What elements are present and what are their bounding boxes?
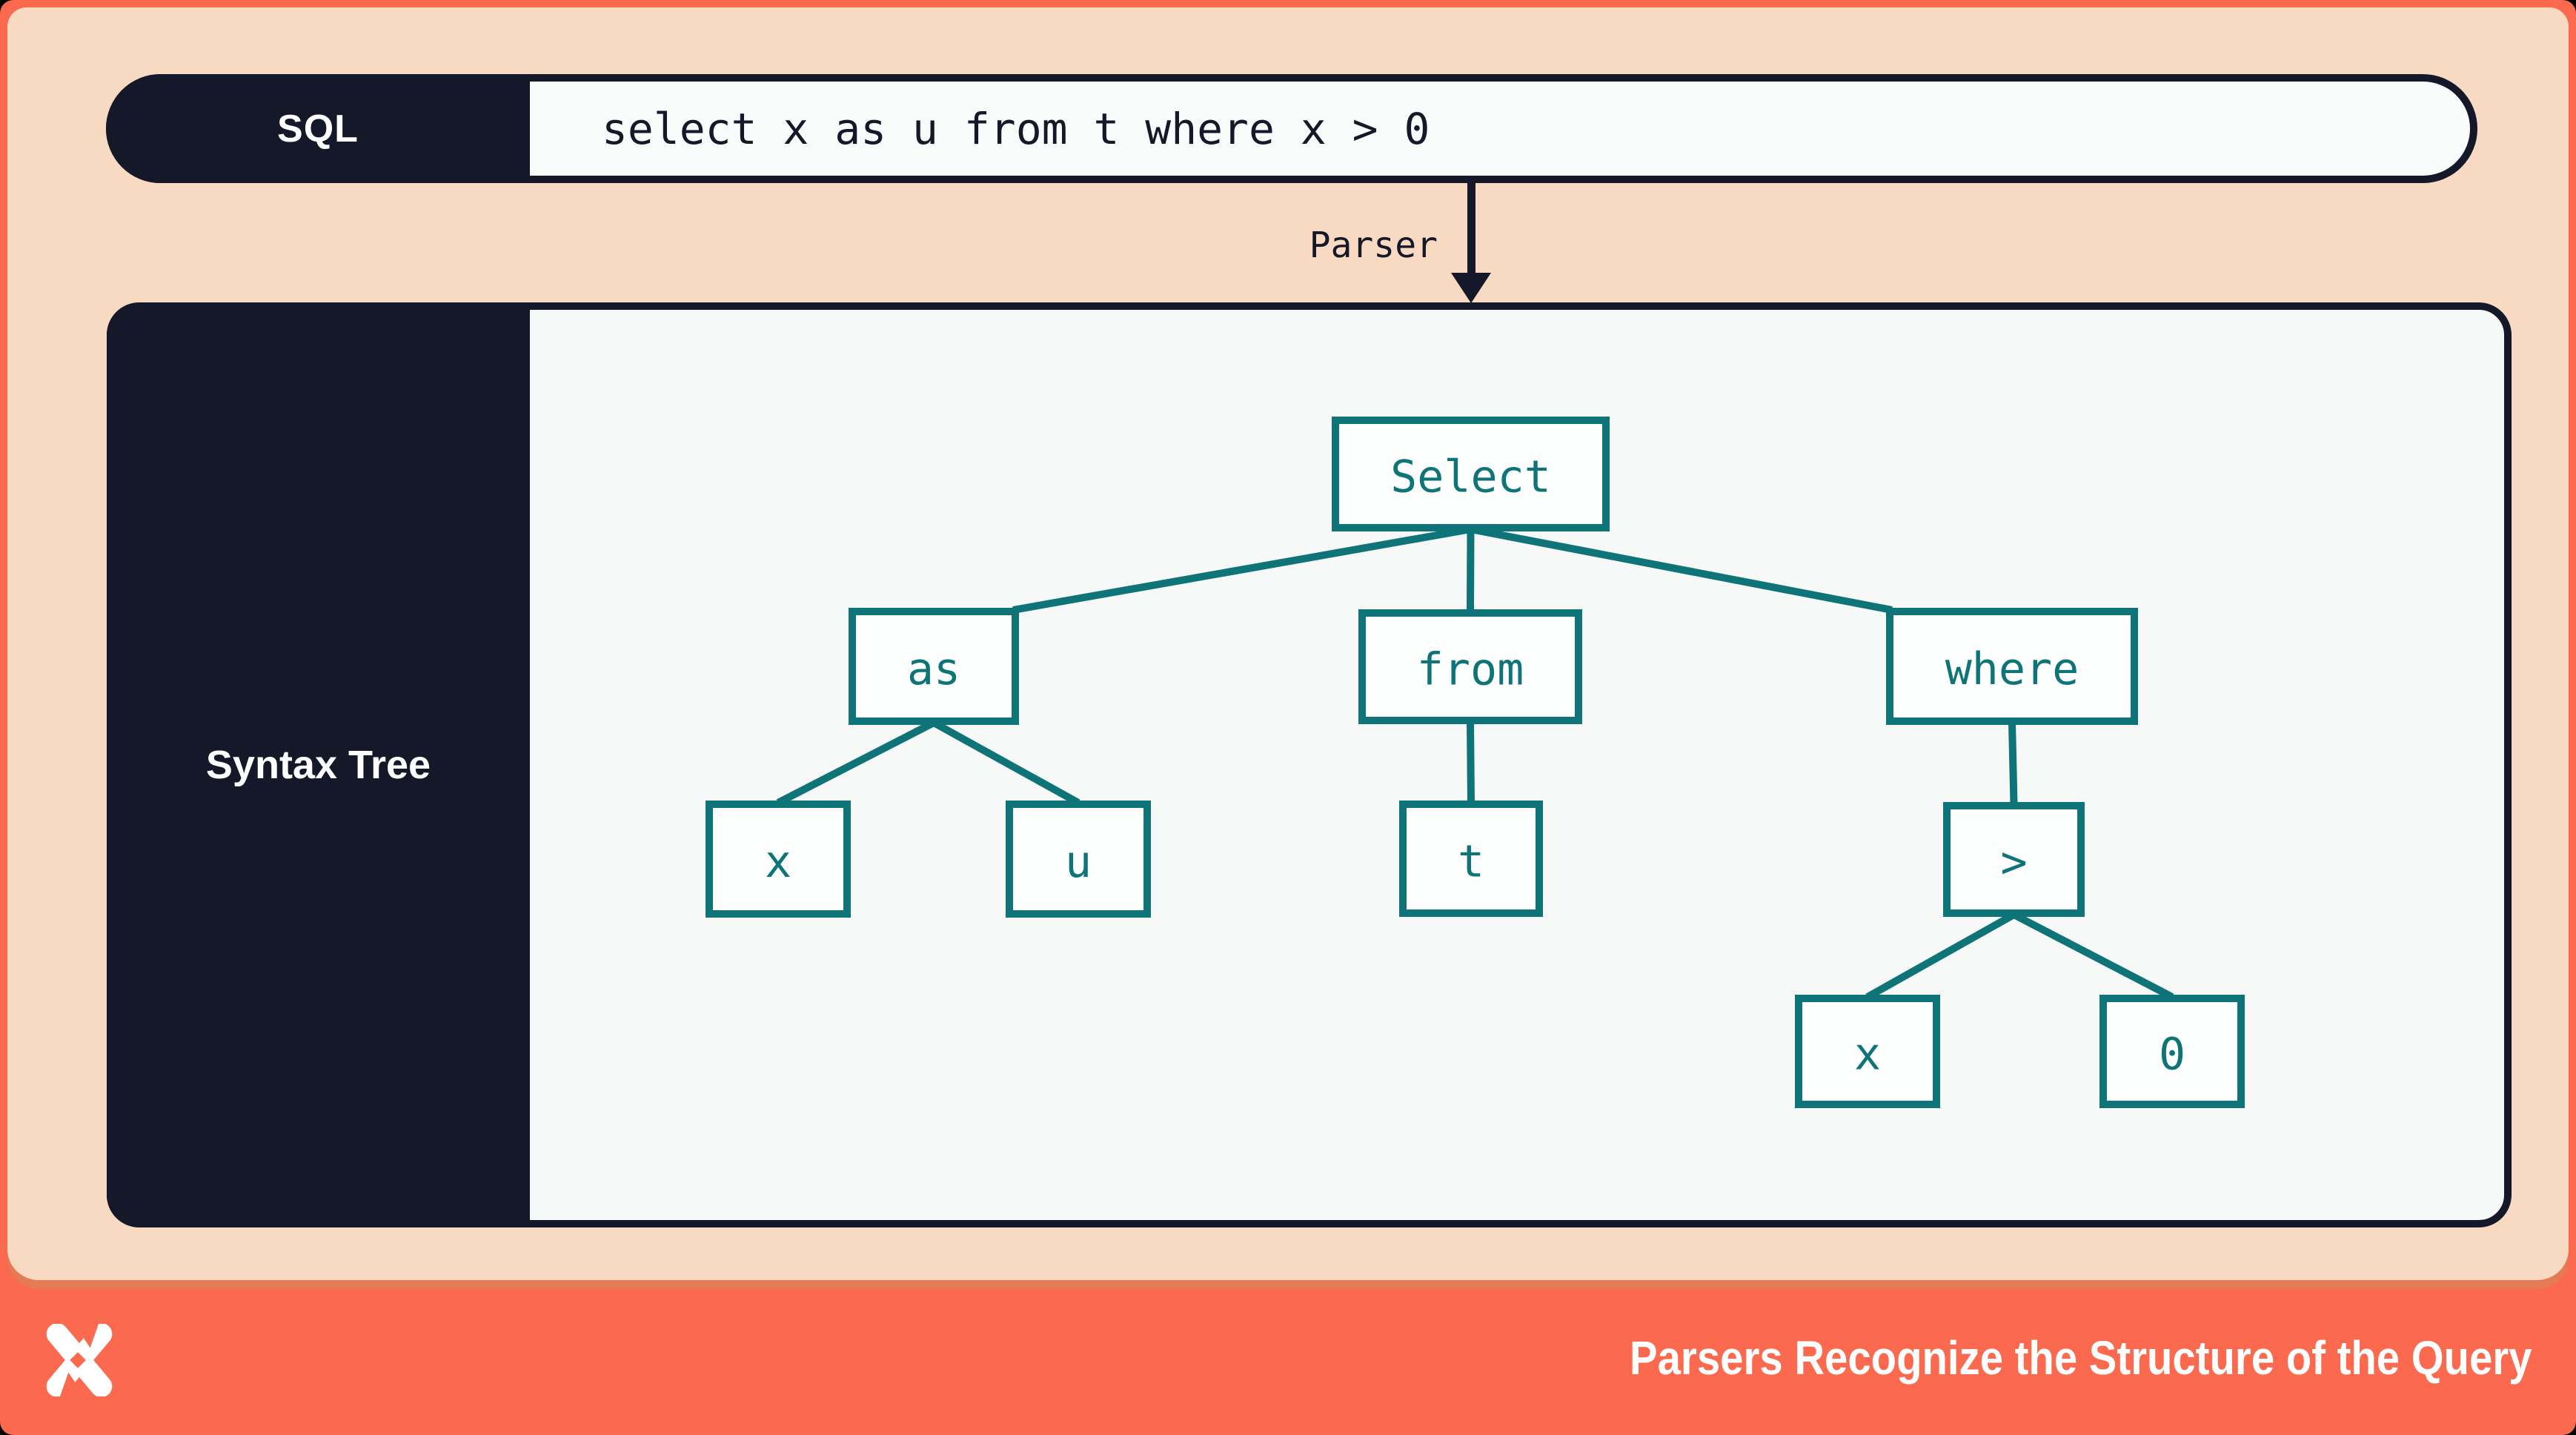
tree-node-where: [1886, 608, 2138, 725]
tree-node-t: [1399, 801, 1543, 917]
tree-node-as: [849, 608, 1019, 725]
syntax-tree-sidebar: Syntax Tree: [107, 302, 530, 1227]
tree-node-gt: [1943, 802, 2085, 917]
tree-node-label-x1: x: [765, 836, 791, 888]
tree-edge-from-t: [1467, 721, 1475, 803]
tree-node-label-u: u: [1065, 836, 1092, 888]
tree-edge-where-gt: [2008, 722, 2018, 805]
tree-edge-gt-zero: [2012, 911, 2174, 1001]
tree-node-x2: [1795, 995, 1940, 1108]
syntax-tree-sidebar-label: Syntax Tree: [205, 743, 431, 787]
tree-edge-select-where: [1470, 526, 1893, 614]
parser-label: Parser: [1309, 225, 1438, 266]
tree-node-label-x2: x: [1854, 1029, 1881, 1081]
tree-edge-as-u: [932, 719, 1080, 806]
tree-edge-gt-x2: [1865, 911, 2016, 1001]
content-panel: SQL select x as u from t where x > 0 Par…: [7, 7, 2569, 1280]
syntax-tree-diagram: Select as from where x u t > x 0: [706, 417, 2245, 1108]
parser-arrowhead-icon: [1451, 273, 1491, 303]
tree-node-from: [1358, 609, 1582, 724]
tree-node-u: [1006, 801, 1151, 918]
footer-title: Parsers Recognize the Structure of the Q…: [1629, 1331, 2532, 1385]
tree-node-label-from: from: [1417, 644, 1524, 696]
tree-node-label-gt: >: [2000, 837, 2027, 889]
syntax-tree-panel: Syntax Tree Select as from where x u t > x 0: [107, 302, 2512, 1227]
x-mark-logo-icon: [46, 1324, 113, 1396]
tree-node-label-zero: 0: [2159, 1029, 2185, 1081]
sql-badge: SQL: [106, 74, 530, 183]
tree-node-label-t: t: [1458, 836, 1484, 888]
tree-node-x1: [706, 801, 851, 918]
sql-query-text: select x as u from t where x > 0: [602, 103, 1430, 154]
tree-node-zero: [2099, 995, 2245, 1108]
tree-node-label-select: Select: [1390, 451, 1551, 503]
tree-node-select: [1332, 417, 1610, 531]
sql-badge-label: SQL: [277, 107, 359, 150]
sql-input-bar: SQL select x as u from t where x > 0: [106, 74, 2477, 183]
parser-arrow-line: [1467, 183, 1475, 276]
tree-node-label-as: as: [907, 643, 960, 695]
tree-edge-as-x1: [776, 719, 936, 806]
tree-edge-select-as: [1012, 526, 1472, 614]
tree-edge-select-from: [1467, 528, 1475, 612]
tree-node-label-where: where: [1945, 643, 2079, 695]
